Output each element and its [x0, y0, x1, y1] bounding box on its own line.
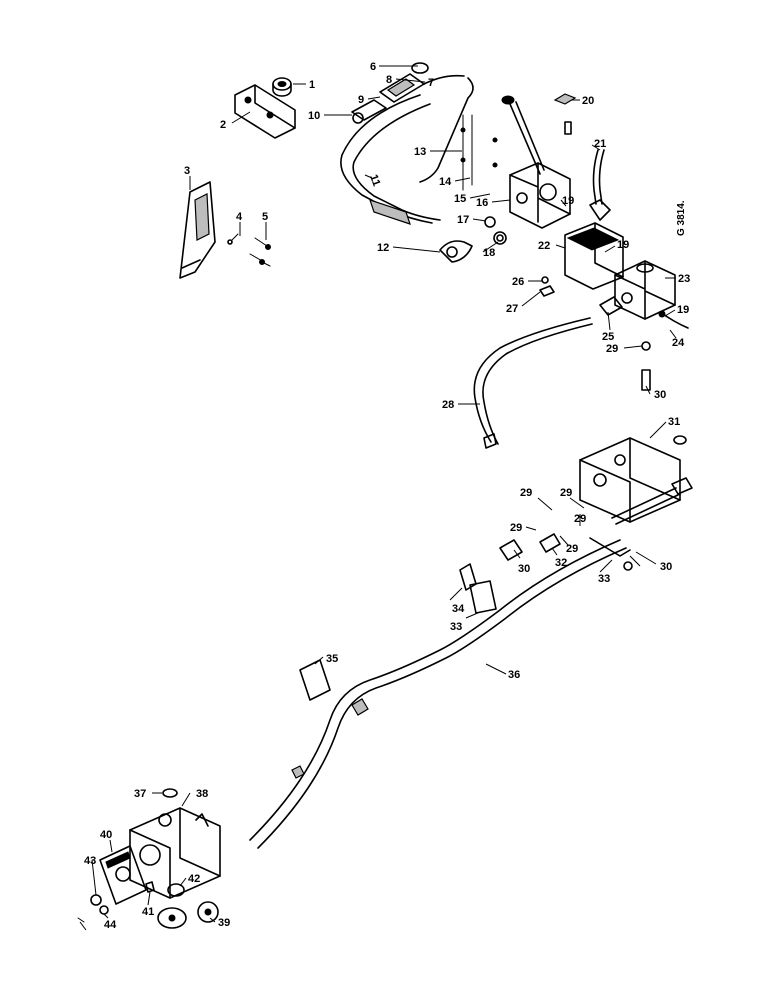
callout-29-c: 29	[510, 522, 522, 534]
callout-20: 20	[582, 95, 594, 107]
valve-lever	[501, 95, 545, 175]
part-23-block	[614, 260, 676, 320]
part-20-plug	[553, 93, 577, 135]
callout-30-b: 32	[555, 557, 567, 569]
part-2-bracket	[234, 84, 296, 139]
callout-29-a: 29	[520, 487, 532, 499]
part-37-pump	[129, 807, 221, 899]
callout-17: 17	[457, 214, 469, 226]
part-22-filter	[564, 199, 624, 290]
callout-6: 6	[370, 61, 376, 73]
part-29-bolt-long	[611, 477, 693, 525]
callout-29-upper: 29	[606, 343, 618, 355]
callout-labels: 1 2 3 4 5 6 7 8 9 10 11 12 13 14 15 16 1…	[84, 61, 690, 931]
part-25-26-27-fittings	[539, 276, 623, 316]
callout-26: 26	[512, 276, 524, 288]
part-3-plate	[179, 181, 216, 279]
callout-33-lower: 35	[326, 653, 338, 665]
callout-37: 38	[196, 788, 208, 800]
callout-1: 1	[309, 79, 315, 91]
callout-19-valve: 19	[562, 195, 574, 207]
callout-21: 21	[594, 138, 606, 150]
callout-29-d: 29	[566, 543, 578, 555]
callout-22: 22	[538, 240, 550, 252]
part-1-nut	[272, 77, 292, 97]
callout-35: 36	[508, 669, 520, 681]
callout-4: 4	[236, 211, 243, 223]
callout-19-block: 19	[677, 304, 689, 316]
part-28-pipe	[473, 317, 593, 449]
part-13-15-bolts	[460, 114, 498, 191]
callout-12: 12	[377, 242, 389, 254]
part-40-41-seals	[90, 894, 109, 915]
drawing-code: G 3814.	[676, 200, 687, 236]
part-36-o-ring	[162, 788, 178, 798]
callout-19-filter: 19	[617, 239, 629, 251]
callout-3: 3	[184, 165, 190, 177]
callout-41: 44	[104, 919, 117, 931]
callout-40: 43	[84, 855, 96, 867]
part-43-44-coupling	[157, 883, 219, 929]
callout-31: 31	[668, 416, 680, 428]
part-31-pump-block	[579, 435, 687, 523]
callout-8: 8	[386, 74, 392, 86]
callout-23: 23	[678, 273, 690, 285]
callout-27: 27	[506, 303, 518, 315]
callout-15: 15	[454, 193, 466, 205]
part-39-pin	[77, 917, 85, 923]
callout-2: 2	[220, 119, 226, 131]
callout-30-upper: 30	[654, 389, 666, 401]
part-24-clip	[658, 310, 689, 329]
part-11-hose	[340, 77, 474, 225]
part-33-34-brackets	[299, 563, 497, 701]
part-35-long-pipe	[249, 539, 627, 849]
callout-29-e: 29	[574, 513, 586, 525]
part-29-30-fittings-upper	[641, 341, 651, 391]
callout-14: 14	[439, 176, 452, 188]
leader-lines	[79, 65, 677, 931]
callout-18: 18	[483, 247, 495, 259]
callout-38: 40	[100, 829, 112, 841]
callout-30-a: 30	[518, 563, 530, 575]
callout-29-f: 30	[660, 561, 672, 573]
callout-34: 33	[450, 621, 462, 633]
callout-29-b: 29	[560, 487, 572, 499]
callout-11: 11	[367, 173, 382, 188]
callout-9: 9	[358, 94, 364, 106]
callout-44: 39	[218, 917, 230, 929]
part-7-8-hose-coupling	[379, 73, 465, 103]
part-17-18-fittings	[484, 216, 507, 245]
part-12-elbow	[439, 240, 473, 263]
callout-24: 24	[672, 337, 685, 349]
part-42-key	[145, 881, 155, 893]
part-4-pin	[227, 233, 239, 245]
part-21-pipe	[592, 149, 605, 205]
callout-13: 13	[414, 146, 426, 158]
part-5-bolts	[249, 237, 271, 267]
callout-25: 25	[602, 331, 614, 343]
callout-42: 41	[142, 906, 154, 918]
part-32-tube-clamp	[589, 537, 633, 571]
callout-43: 42	[188, 873, 200, 885]
part-30-unions	[499, 533, 561, 561]
part-9-10-fitting	[351, 99, 387, 124]
callout-5: 5	[262, 211, 268, 223]
callout-36: 37	[134, 788, 146, 800]
part-6-fitting	[411, 62, 429, 74]
callout-16: 16	[476, 197, 488, 209]
callout-33-upper: 34	[452, 603, 465, 615]
callout-10: 10	[308, 110, 320, 122]
part-38-gasket	[99, 845, 147, 905]
callout-7: 7	[428, 77, 434, 89]
callout-28: 28	[442, 399, 454, 411]
part-16-valve-body	[509, 162, 571, 229]
callout-32: 33	[598, 573, 610, 585]
